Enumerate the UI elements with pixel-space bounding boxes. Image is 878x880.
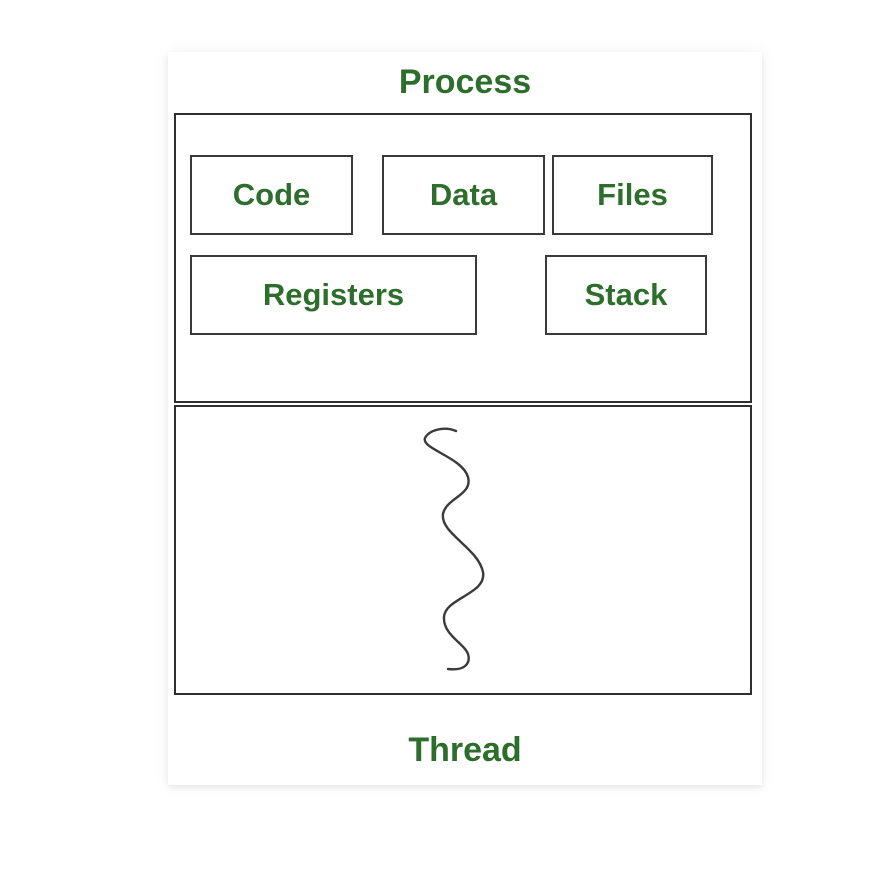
thread-caption: Thread: [408, 731, 522, 769]
thread-container-box: [174, 405, 752, 695]
diagram-card: Process Code Data Files Registers Stack …: [168, 52, 762, 785]
process-title: Process: [398, 63, 532, 101]
data-box-label: Data: [429, 177, 498, 212]
files-box: Files: [552, 155, 713, 235]
code-box: Code: [190, 155, 353, 235]
registers-box-label: Registers: [262, 277, 405, 312]
registers-box: Registers: [190, 255, 477, 335]
files-box-label: Files: [597, 177, 668, 212]
stack-box-label: Stack: [584, 277, 668, 312]
code-box-label: Code: [232, 177, 311, 212]
squiggle-line-icon: [423, 427, 485, 671]
data-box: Data: [382, 155, 545, 235]
stack-box: Stack: [545, 255, 707, 335]
